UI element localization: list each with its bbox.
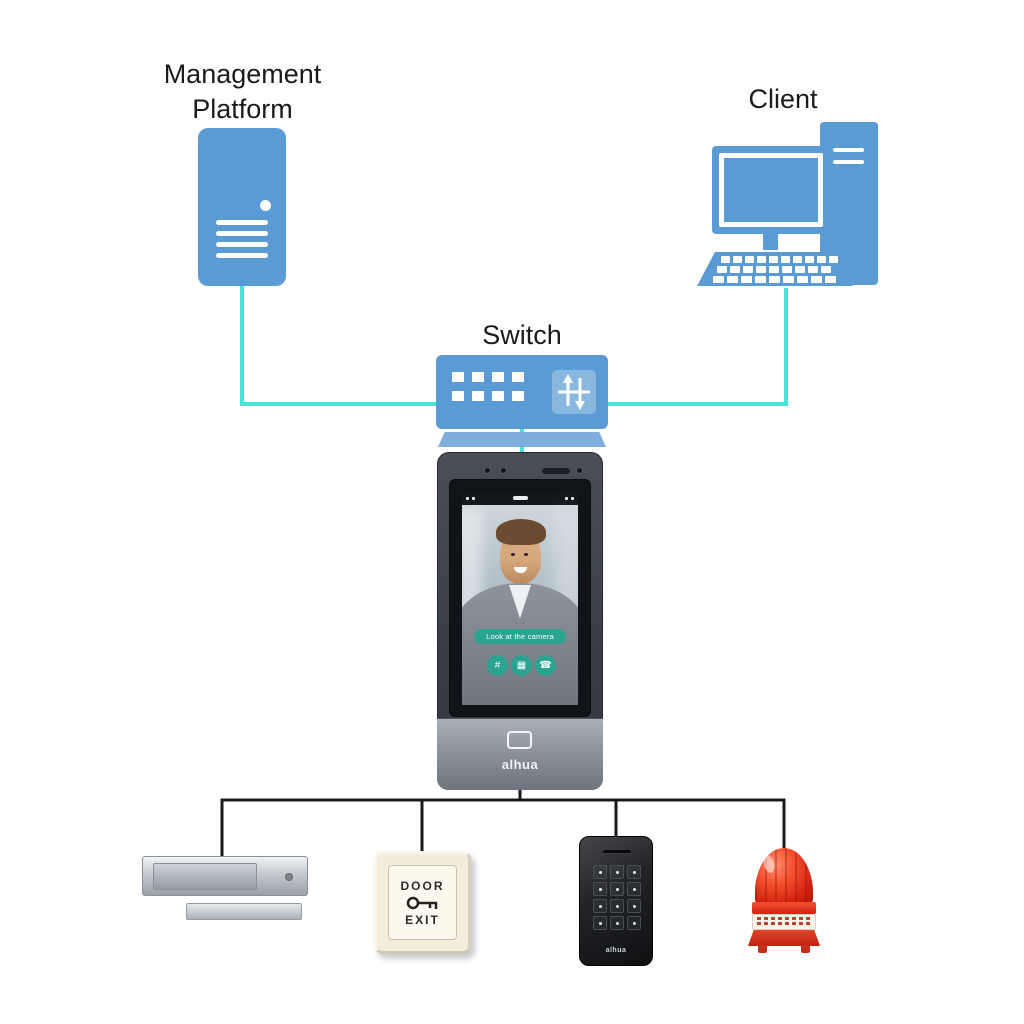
face-capture-photo (462, 505, 578, 705)
person-eye (524, 553, 528, 556)
card-tap-icon (507, 731, 532, 749)
server-vent-line (216, 242, 268, 247)
client-label: Client (748, 84, 818, 114)
server-vent-line (216, 231, 268, 236)
ethernet-port-icon (472, 372, 484, 382)
siren-mount-foot (758, 945, 767, 953)
keypad-key (610, 865, 624, 879)
keypad-key (593, 882, 607, 896)
server-vent-line (216, 253, 268, 258)
status-icon (571, 496, 574, 500)
siren-label-band (752, 914, 816, 930)
card-reader-panel: alhua (437, 718, 603, 790)
server-power-led (260, 200, 271, 211)
ethernet-port-icon (512, 391, 524, 401)
management-platform-server-icon (198, 128, 286, 286)
keypad-key (593, 899, 607, 913)
password-keypad-icon[interactable]: # (487, 655, 508, 676)
ethernet-port-icon (492, 372, 504, 382)
person-eye (511, 553, 515, 556)
server-vent-line (216, 220, 268, 225)
switch-label: Switch (482, 320, 562, 350)
keypad-key (610, 916, 624, 930)
monitor-icon (712, 146, 830, 234)
keypad-key (610, 899, 624, 913)
card-icon[interactable]: ▦ (511, 655, 532, 676)
ethernet-port-icon (452, 372, 464, 382)
exit-label: EXIT (405, 912, 440, 927)
siren-label-text-line (757, 917, 811, 920)
person-smile (514, 567, 527, 573)
maglock-screw (285, 873, 293, 881)
keypad-key (593, 865, 607, 879)
keypad-key (593, 916, 607, 930)
network-switch-icon (436, 355, 608, 429)
key-icon (406, 896, 437, 909)
speaker-slot (542, 468, 570, 474)
camera-lens-icon (500, 467, 507, 474)
ethernet-port-icon (472, 391, 484, 401)
door-exit-button-icon: DOOR EXIT (374, 851, 471, 954)
alarm-siren-icon (748, 848, 820, 954)
face-prompt-pill: Look at the camera (474, 629, 566, 644)
ethernet-ports (452, 372, 538, 401)
keypad-key (627, 916, 641, 930)
siren-neck (752, 902, 816, 914)
person-hair (496, 519, 546, 545)
ethernet-port-icon (492, 391, 504, 401)
switch-base-shadow (438, 432, 606, 447)
management-platform-label: Management Platform (163, 59, 322, 125)
access-terminal-device: Look at the camera # ▦ ☎ alhua (437, 452, 603, 790)
ethernet-port-icon (452, 391, 464, 401)
keyboard-keys (713, 256, 838, 283)
reader-led-slot (603, 850, 631, 854)
siren-label-text-line (757, 922, 811, 925)
siren-mount-foot (801, 945, 810, 953)
keypad-grid (593, 865, 641, 930)
terminal-screen: Look at the camera # ▦ ☎ (462, 491, 578, 705)
keypad-key (627, 882, 641, 896)
camera-lens-icon (484, 467, 491, 474)
status-time (512, 496, 528, 500)
dahua-logo: alhua (501, 757, 539, 772)
exit-button-face: DOOR EXIT (388, 865, 457, 940)
ethernet-port-icon (512, 372, 524, 382)
call-icon[interactable]: ☎ (535, 655, 556, 676)
maglock-body (142, 856, 308, 896)
screen-status-bar (462, 491, 578, 505)
status-icon (466, 496, 469, 500)
dahua-logo-small: alhua (605, 947, 627, 954)
magnetic-lock-icon (142, 856, 308, 922)
door-label: DOOR (400, 878, 445, 893)
siren-dome (755, 848, 813, 904)
keyboard-icon (697, 252, 853, 286)
link-client-to-switch (608, 288, 788, 406)
keypad-key (627, 899, 641, 913)
link-management-to-switch (240, 284, 436, 406)
maglock-face-plate (153, 863, 257, 890)
sensor-dot (576, 467, 583, 474)
siren-base (748, 930, 820, 946)
status-icon (472, 496, 475, 500)
tower-drive-slit (833, 160, 864, 164)
monitor-screen (719, 153, 823, 227)
keypad-card-reader-icon: alhua (579, 836, 653, 966)
maglock-armature-plate (186, 903, 302, 920)
status-icon (565, 496, 568, 500)
switch-throughput-icon (552, 370, 596, 414)
keypad-key (610, 882, 624, 896)
terminal-glass-panel: Look at the camera # ▦ ☎ (449, 479, 591, 717)
client-computer-icon (695, 118, 890, 293)
tower-drive-slit (833, 148, 864, 152)
monitor-stand (763, 234, 778, 250)
keypad-key (627, 865, 641, 879)
